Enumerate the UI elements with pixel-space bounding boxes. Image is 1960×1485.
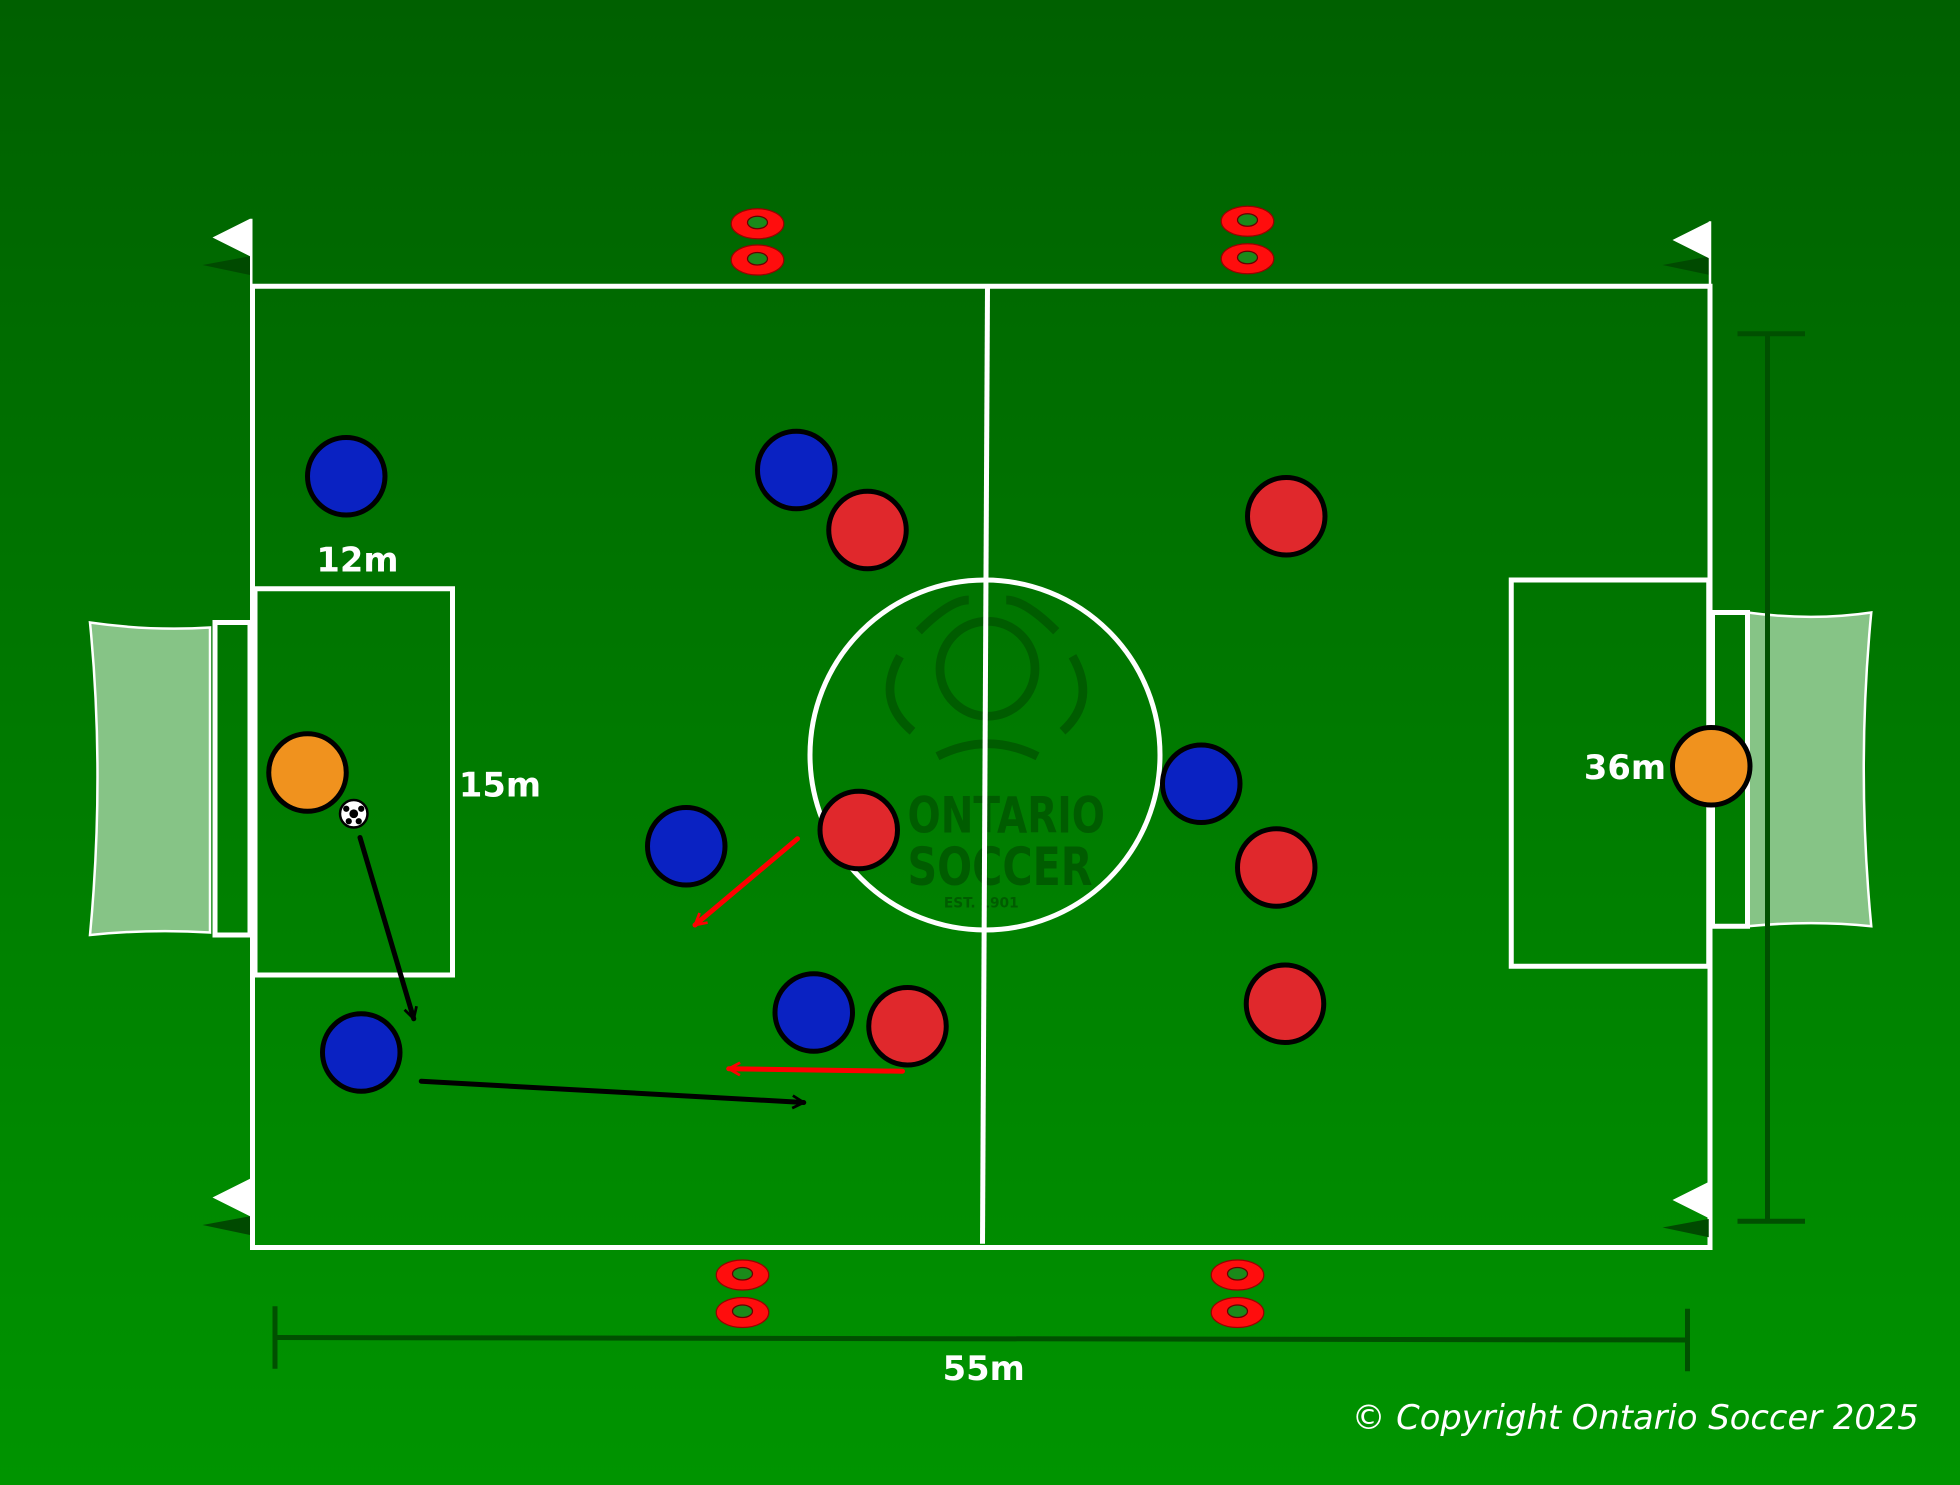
cone-icon [715, 1259, 770, 1291]
watermark-text-line1: ONTARIO [908, 787, 1106, 845]
left-penalty-box [252, 586, 455, 978]
flag-icon [1662, 1181, 1712, 1248]
halfway-line [980, 286, 990, 1244]
blue-player [645, 805, 728, 888]
red-player [1243, 962, 1327, 1045]
label-12m: 12m [316, 540, 398, 579]
red-player [826, 488, 909, 572]
flag-icon [1662, 221, 1712, 288]
blue-player [772, 971, 855, 1054]
pass-arrow [357, 835, 414, 1019]
cone-icon [1210, 1259, 1265, 1291]
blue-player [755, 428, 838, 512]
cone-icon [1220, 205, 1275, 237]
pass-arrow [418, 1078, 804, 1102]
measure-lines [272, 331, 1805, 1372]
defender-run-arrow [729, 1069, 905, 1072]
label-15m: 15m [459, 765, 541, 804]
copyright-text: © Copyright Ontario Soccer 2025 [1352, 1398, 1919, 1437]
red-player [866, 985, 949, 1068]
ontario-soccer-logo-watermark: ONTARIO SOCCER EST. 1901 [885, 595, 1106, 912]
players [266, 428, 1753, 1094]
right-goal-net [1746, 611, 1873, 928]
blue-player [1160, 742, 1243, 825]
red-player [1245, 475, 1328, 558]
goalkeeper [266, 731, 349, 814]
flag-icon [202, 1178, 253, 1248]
label-55m: 55m [943, 1349, 1025, 1388]
blue-player [320, 1011, 403, 1094]
cone-icon [715, 1296, 770, 1329]
corner-flags [202, 218, 1712, 1248]
defender-run-arrow [692, 836, 800, 928]
watermark-text-line3: EST. 1901 [944, 896, 1019, 912]
center-circle [807, 577, 1163, 933]
cone-icon [1210, 1296, 1265, 1329]
goalkeeper [1670, 725, 1753, 808]
cones [715, 205, 1275, 1329]
red-player [817, 788, 900, 872]
watermark-text-line2: SOCCER [908, 837, 1093, 898]
flag-icon [202, 218, 253, 288]
cone-icon [730, 244, 785, 276]
label-36m: 36m [1584, 748, 1666, 787]
left-goal [212, 620, 253, 938]
cone-icon [730, 208, 785, 240]
soccer-ball-icon [338, 798, 369, 829]
cone-icon [1220, 243, 1275, 275]
left-goal-net [88, 621, 212, 937]
blue-player [305, 435, 388, 518]
red-player [1235, 826, 1318, 909]
